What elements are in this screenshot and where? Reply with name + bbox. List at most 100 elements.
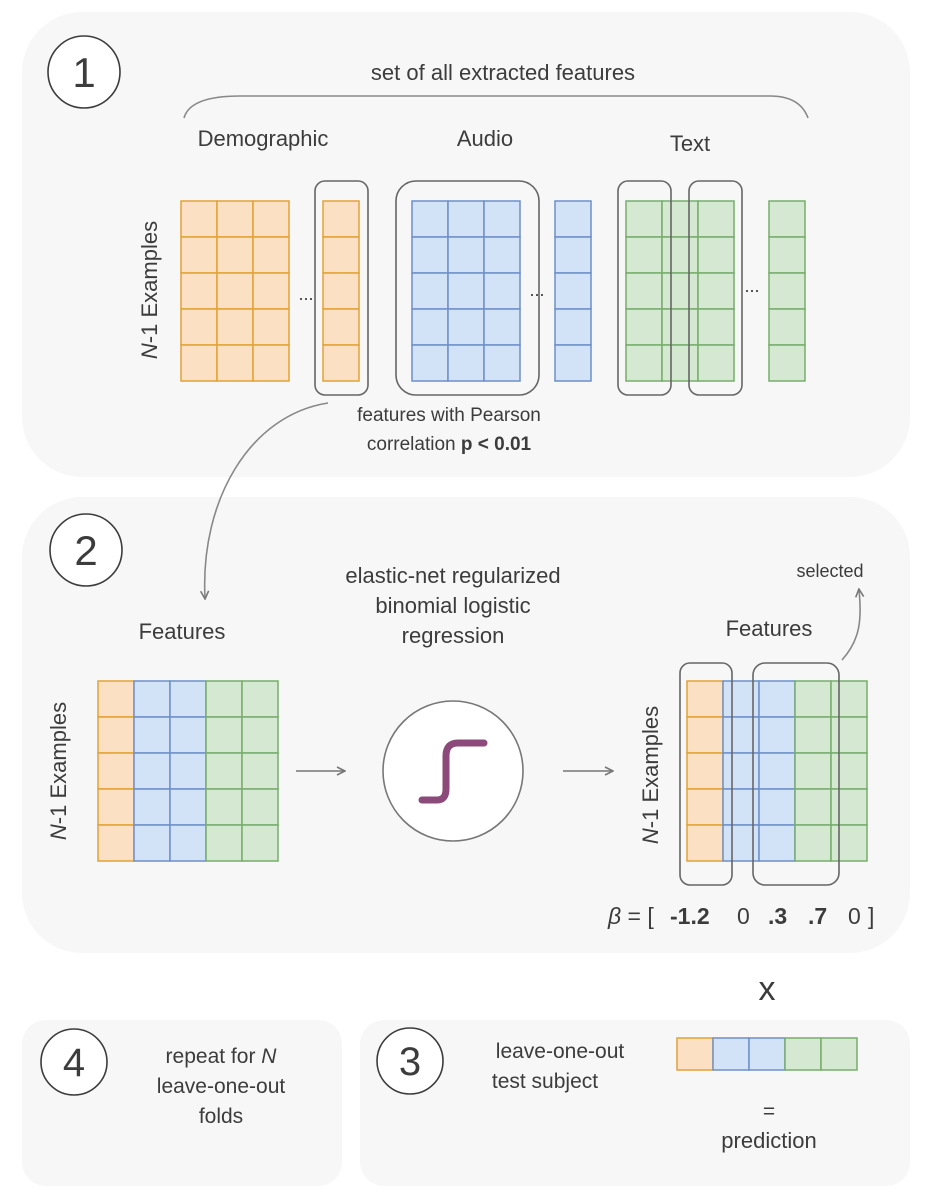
feature-cell xyxy=(180,272,218,310)
step1-row-axis-label: N-1 Examples xyxy=(137,221,162,359)
selected-column-box-text-1 xyxy=(617,180,672,396)
feature-cell xyxy=(625,236,663,274)
feature-cell xyxy=(554,236,592,274)
arrow-selected xyxy=(841,590,860,661)
test-subject-line1: leave-one-out xyxy=(496,1040,625,1063)
row-axis-rest: -1 Examples xyxy=(137,221,162,343)
feature-cell xyxy=(554,200,592,238)
beta-prefix: = [ xyxy=(621,903,660,929)
feature-cell xyxy=(447,272,485,310)
feature-cell xyxy=(686,788,724,826)
feature-cell xyxy=(252,236,290,274)
step2: 2 Features N-1 Examples elastic-net regu… xyxy=(46,513,874,929)
feature-cell xyxy=(676,1037,714,1071)
matrix-right-text xyxy=(794,680,868,862)
feature-cell xyxy=(758,716,796,754)
feature-cell xyxy=(180,308,218,346)
feature-cell xyxy=(133,716,171,754)
feature-cell xyxy=(411,236,449,274)
feature-cell xyxy=(169,824,207,862)
feature-cell xyxy=(768,308,806,346)
feature-cell xyxy=(686,680,724,718)
step2-row-axis-label-right: N-1 Examples xyxy=(638,706,663,844)
repeat-line2: leave-one-out xyxy=(157,1075,286,1098)
feature-cell xyxy=(483,344,521,382)
feature-cell xyxy=(661,272,699,310)
feature-cell xyxy=(252,344,290,382)
feature-cell xyxy=(241,752,279,790)
feature-cell xyxy=(758,788,796,826)
step1-number-circle xyxy=(47,35,121,109)
feature-cell xyxy=(411,200,449,238)
feature-cell xyxy=(241,716,279,754)
feature-cell xyxy=(97,716,135,754)
matrix-left-demographic xyxy=(97,680,135,862)
feature-cell xyxy=(768,272,806,310)
beta-value: .7 xyxy=(808,903,827,929)
step4: 4 repeat for N leave-one-out folds xyxy=(40,1028,286,1128)
feature-cell xyxy=(216,272,254,310)
feature-cell xyxy=(180,344,218,382)
test-audio xyxy=(712,1037,786,1071)
feature-cell xyxy=(97,824,135,862)
selection-note-line1: features with Pearson xyxy=(357,405,541,426)
feature-cell xyxy=(216,344,254,382)
feature-cell xyxy=(686,716,724,754)
row-axis-rest-right: -1 Examples xyxy=(638,706,663,828)
feature-cell xyxy=(768,236,806,274)
feature-cell xyxy=(794,716,832,754)
feature-cell xyxy=(712,1037,750,1071)
features-label-right: Features xyxy=(726,616,813,641)
selected-column-box-text-2 xyxy=(688,180,743,396)
feature-cell xyxy=(768,200,806,238)
equals-sign: = xyxy=(763,1100,775,1123)
step1-feature-grids xyxy=(180,200,806,382)
prediction-label: prediction xyxy=(721,1128,816,1153)
feature-cell xyxy=(97,788,135,826)
test-subject-line2: test subject xyxy=(492,1070,598,1093)
feature-cell xyxy=(411,308,449,346)
feature-cell xyxy=(758,680,796,718)
selected-column-box-demographic xyxy=(314,180,369,396)
feature-cell xyxy=(661,236,699,274)
feature-cell xyxy=(322,236,360,274)
feature-cell xyxy=(794,788,832,826)
feature-cell xyxy=(205,824,243,862)
feature-cell xyxy=(205,788,243,826)
brace-label: set of all extracted features xyxy=(371,60,635,85)
ellipsis-audio: ... xyxy=(529,280,544,300)
feature-cell xyxy=(216,200,254,238)
demographic-grid xyxy=(180,200,290,382)
feature-cell xyxy=(820,1037,858,1071)
step1-number: 1 xyxy=(72,49,95,96)
feature-cell xyxy=(830,716,868,754)
step2-feature-grids xyxy=(97,680,868,862)
features-label-left: Features xyxy=(139,619,226,644)
repeat-prefix: repeat for xyxy=(166,1045,262,1068)
model-line1: elastic-net regularized xyxy=(345,563,560,588)
row-axis-italic-right: N xyxy=(638,828,663,844)
feature-cell xyxy=(794,824,832,862)
matrix-right-demographic xyxy=(686,680,724,862)
feature-cell xyxy=(252,308,290,346)
feature-cell xyxy=(794,680,832,718)
model-circle xyxy=(382,700,524,842)
feature-cell xyxy=(784,1037,822,1071)
feature-cell xyxy=(830,824,868,862)
feature-cell xyxy=(205,752,243,790)
group-label-demographic: Demographic xyxy=(198,126,329,151)
step3-number-circle xyxy=(376,1027,444,1095)
step2-row-axis-label-left: N-1 Examples xyxy=(46,702,71,840)
feature-cell xyxy=(686,824,724,862)
feature-cell xyxy=(554,344,592,382)
feature-cell xyxy=(625,308,663,346)
sigmoid-icon xyxy=(418,739,488,804)
feature-cell xyxy=(169,716,207,754)
feature-cell xyxy=(748,1037,786,1071)
arrow-to-step2 xyxy=(205,402,329,598)
feature-cell xyxy=(411,272,449,310)
step1: 1 set of all extracted features Demograp… xyxy=(47,35,809,598)
group-label-text: Text xyxy=(670,131,710,156)
feature-cell xyxy=(252,200,290,238)
audio-column xyxy=(554,200,592,382)
